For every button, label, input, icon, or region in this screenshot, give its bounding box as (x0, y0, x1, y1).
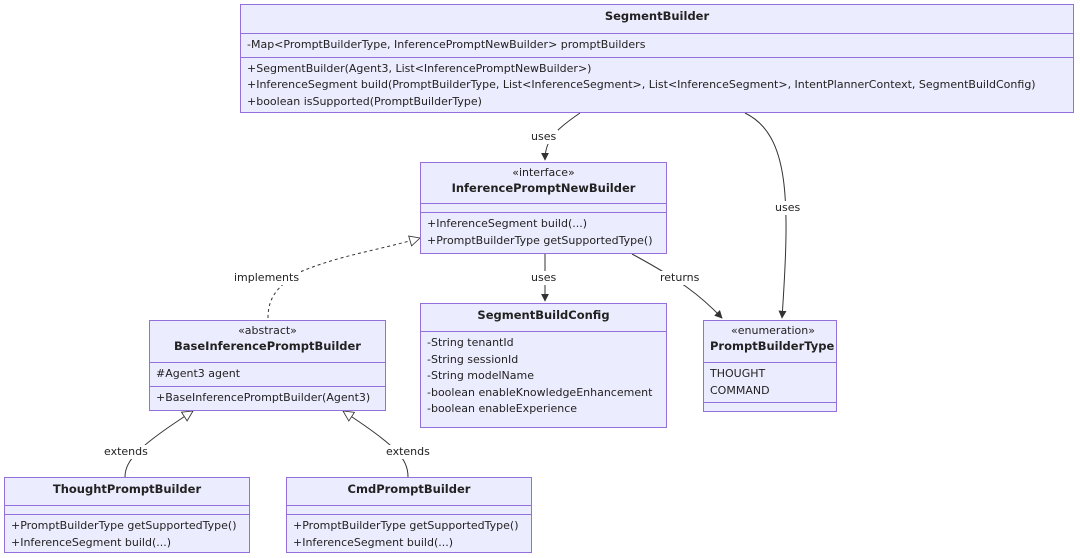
stereotype: «enumeration» (731, 324, 815, 337)
enum-value: COMMAND (710, 383, 770, 397)
attributes-section (5, 506, 249, 515)
returns-label: returns (658, 271, 702, 285)
class-segment-builder[interactable]: SegmentBuilder -Map<PromptBuilderType, I… (240, 4, 1074, 113)
stereotype: «interface» (512, 166, 575, 179)
uses-label: uses (529, 271, 559, 285)
implements-label: implements (232, 271, 302, 285)
methods-section (704, 403, 836, 411)
method: +boolean isSupported(PromptBuilderType) (247, 94, 482, 108)
extends-label: extends (102, 445, 150, 459)
attribute: -String modelName (427, 369, 534, 382)
class-name: CmdPromptBuilder (347, 482, 471, 496)
method: +InferenceSegment build(...) (427, 217, 588, 230)
attribute: -Map<PromptBuilderType, InferencePromptN… (247, 38, 646, 51)
class-segment-build-config[interactable]: SegmentBuildConfig -String tenantId -Str… (420, 303, 667, 428)
method: +SegmentBuilder(Agent3, List<InferencePr… (247, 61, 592, 75)
edge-extends-cmd (343, 411, 409, 478)
attribute: -boolean enableExperience (427, 402, 578, 415)
class-prompt-builder-type[interactable]: «enumeration» PromptBuilderType THOUGHT … (703, 320, 837, 412)
class-name: PromptBuilderType (710, 339, 835, 353)
class-name: SegmentBuilder (604, 9, 710, 23)
class-header: «interface» InferencePromptNewBuilder (421, 163, 666, 204)
attribute: #Agent3 agent (156, 367, 241, 380)
uses-label: uses (529, 130, 559, 144)
methods-section: +PromptBuilderType getSupportedType() +I… (287, 515, 531, 554)
methods-section: +SegmentBuilder(Agent3, List<InferencePr… (241, 58, 1073, 114)
class-header: «abstract» BaseInferencePromptBuilder (150, 321, 385, 363)
enum-values-section: THOUGHT COMMAND (704, 363, 836, 403)
attributes-section: -String tenantId -String sessionId -Stri… (421, 332, 666, 421)
attribute: -String tenantId (427, 336, 514, 349)
edge-extends-thought (124, 411, 193, 478)
edge-implements (267, 238, 420, 319)
method: +PromptBuilderType getSupportedType() (427, 233, 653, 247)
stereotype: «abstract» (238, 324, 297, 337)
attribute: -boolean enableKnowledgeEnhancement (427, 385, 653, 399)
class-base-inference-prompt-builder[interactable]: «abstract» BaseInferencePromptBuilder #A… (149, 320, 386, 411)
enum-value: THOUGHT (710, 367, 766, 380)
methods-section: +PromptBuilderType getSupportedType() +I… (5, 515, 249, 554)
method: +BaseInferencePromptBuilder(Agent3) (156, 390, 371, 404)
attributes-section: -Map<PromptBuilderType, InferencePromptN… (241, 34, 1073, 58)
method: +PromptBuilderType getSupportedType() (293, 519, 519, 532)
methods-section: +BaseInferencePromptBuilder(Agent3) (150, 387, 385, 410)
class-thought-prompt-builder[interactable]: ThoughtPromptBuilder +PromptBuilderType … (4, 477, 250, 553)
attributes-section (287, 506, 531, 515)
method: +InferenceSegment build(...) (11, 535, 172, 549)
extends-label: extends (384, 445, 432, 459)
edge-uses-type (744, 112, 787, 319)
attribute: -String sessionId (427, 352, 519, 366)
method: +InferenceSegment build(...) (293, 535, 454, 549)
edge-returns (631, 253, 723, 319)
class-header: ThoughtPromptBuilder (5, 478, 249, 506)
class-name: SegmentBuildConfig (477, 308, 610, 322)
attributes-section (421, 204, 666, 213)
class-inference-prompt-new-builder[interactable]: «interface» InferencePromptNewBuilder +I… (420, 162, 667, 254)
method: +PromptBuilderType getSupportedType() (11, 519, 237, 532)
class-header: SegmentBuilder (241, 5, 1073, 34)
attributes-section: #Agent3 agent (150, 363, 385, 387)
class-header: «enumeration» PromptBuilderType (704, 321, 836, 363)
class-header: CmdPromptBuilder (287, 478, 531, 506)
method: +InferenceSegment build(PromptBuilderTyp… (247, 78, 1036, 91)
class-name: ThoughtPromptBuilder (52, 482, 202, 496)
class-name: InferencePromptNewBuilder (451, 181, 636, 195)
uses-label: uses (773, 201, 803, 215)
class-header: SegmentBuildConfig (421, 304, 666, 332)
class-cmd-prompt-builder[interactable]: CmdPromptBuilder +PromptBuilderType getS… (286, 477, 532, 553)
methods-section: +InferenceSegment build(...) +PromptBuil… (421, 213, 666, 252)
class-name: BaseInferencePromptBuilder (174, 339, 361, 353)
